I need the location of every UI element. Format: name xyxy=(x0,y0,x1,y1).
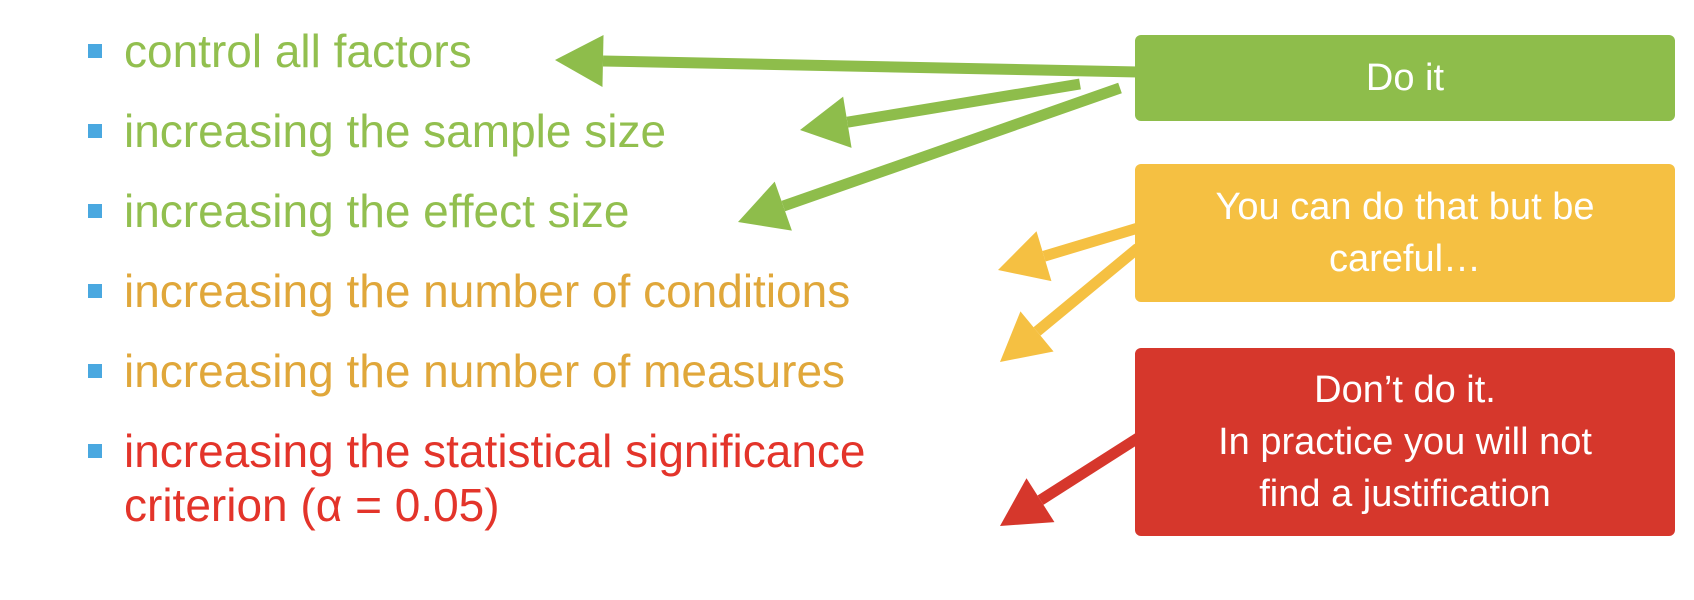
box-do-it: Do it xyxy=(1135,35,1675,121)
bullet-icon xyxy=(88,364,102,378)
bullet-icon xyxy=(88,444,102,458)
bullet-icon xyxy=(88,204,102,218)
box-line: Don’t do it. xyxy=(1314,369,1496,411)
box-line: In practice you will not xyxy=(1218,421,1592,463)
arrow-to-number-of-measures xyxy=(1000,243,1142,362)
list-item-text: increasing the number of measures xyxy=(124,345,846,397)
bullet-icon xyxy=(88,284,102,298)
list-item-text: criterion (α = 0.05) xyxy=(124,479,500,531)
bullet-icon xyxy=(88,124,102,138)
list-item-text: increasing the number of conditions xyxy=(124,265,851,317)
list-item-text: increasing the statistical significance xyxy=(124,425,866,477)
box-line: Do it xyxy=(1365,57,1445,99)
list-item-text: increasing the effect size xyxy=(124,185,630,237)
box-careful: You can do that but be careful… xyxy=(1135,164,1675,302)
arrow-to-significance-criterion xyxy=(1000,433,1141,526)
box-dont-do-it: Don’t do it. In practice you will not fi… xyxy=(1135,348,1675,536)
box-line: careful… xyxy=(1328,238,1482,280)
bullet-icon xyxy=(88,44,102,58)
box-line: find a justification xyxy=(1259,473,1551,515)
arrow-to-number-of-conditions xyxy=(998,222,1140,282)
arrow-to-effect-size xyxy=(738,82,1122,231)
arrow-to-control-all-factors xyxy=(555,34,1139,87)
box-line: You can do that but be xyxy=(1215,186,1595,228)
list-item-text: increasing the sample size xyxy=(124,105,667,157)
arrow-to-sample-size xyxy=(800,78,1081,148)
list-item-text: control all factors xyxy=(124,25,472,77)
